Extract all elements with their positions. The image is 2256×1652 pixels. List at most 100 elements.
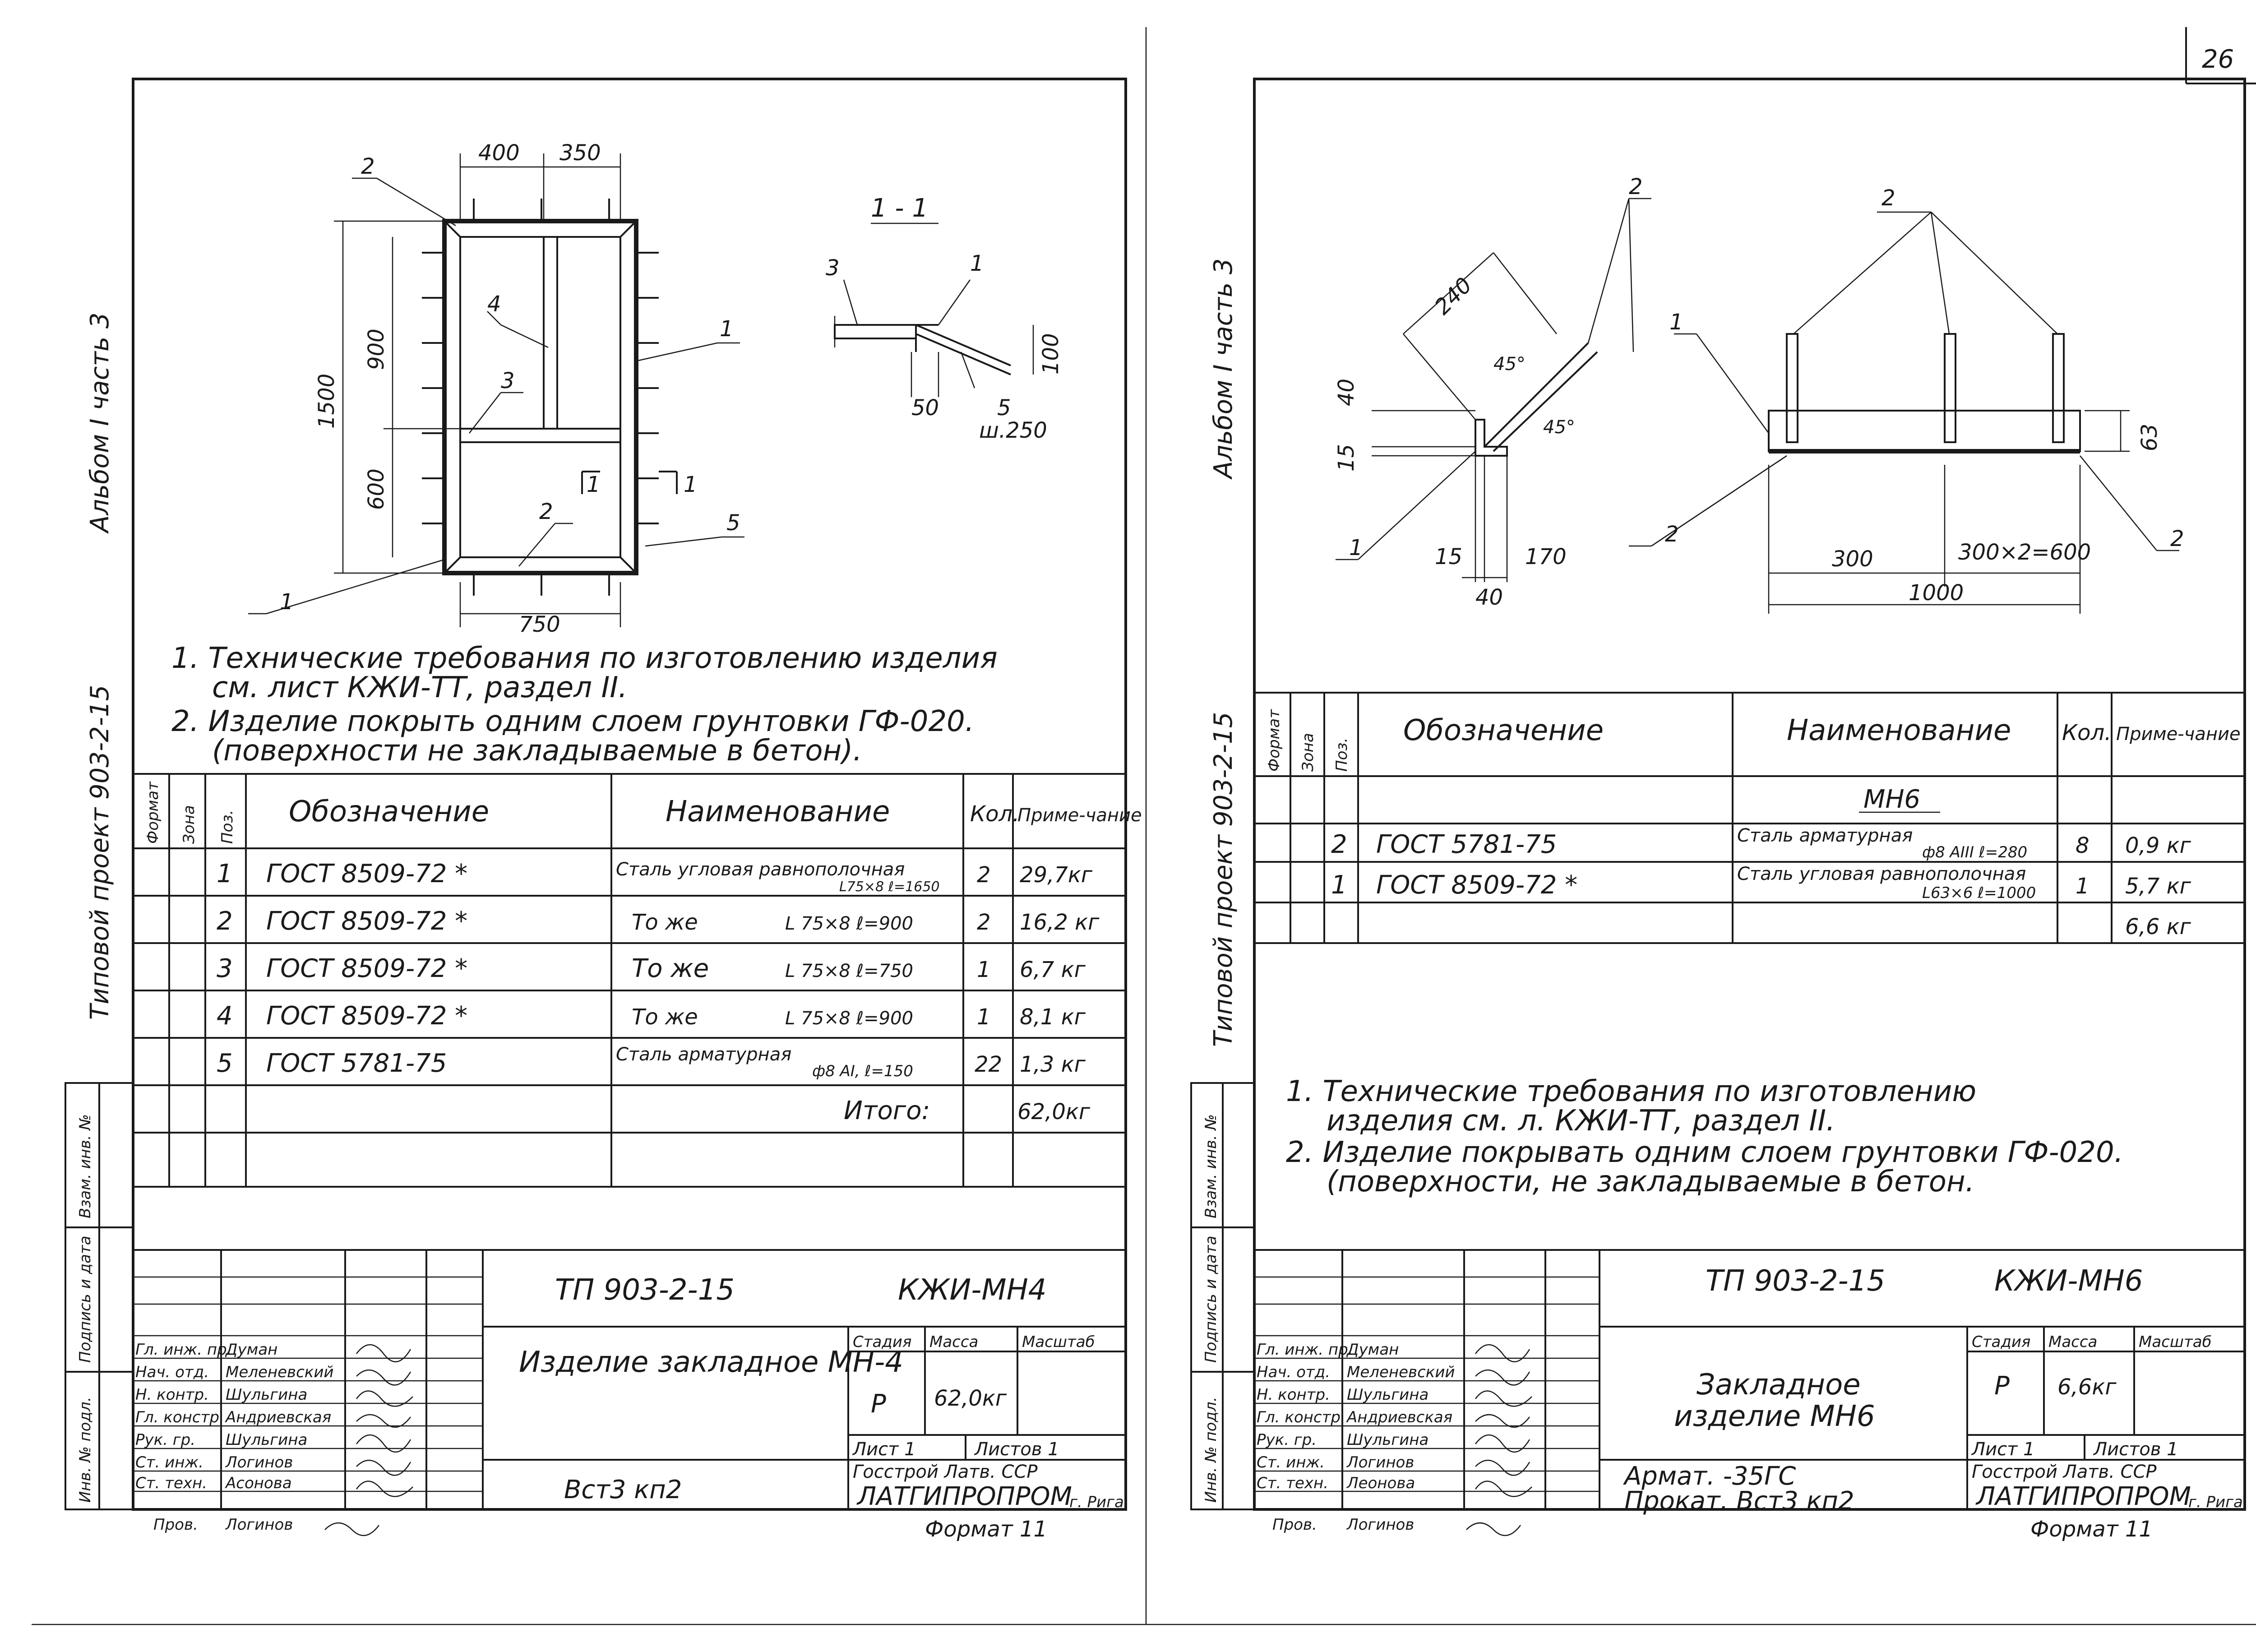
signer-name: Шульгина	[1347, 1431, 1428, 1449]
signer-name: Меленевский	[226, 1363, 334, 1381]
spec-group-title: МН6	[1863, 785, 1920, 814]
signer-name: Андриевская	[225, 1408, 331, 1426]
spec-head-designation: Обозначение	[1403, 714, 1604, 747]
signer-role: Ст. инж.	[1257, 1453, 1325, 1472]
spec-total-value: 6,6 кг	[2125, 914, 2191, 939]
row-qty: 2	[977, 910, 991, 935]
row-pos: 1	[1331, 870, 1347, 900]
side-stamp-right: Альбом I часть 3 Типовой проект 903-2-15…	[1190, 258, 1255, 1510]
tb-title-1: Закладное	[1697, 1368, 1861, 1402]
spec-row-1: 2 ГОСТ 5781-75 Сталь арматурная ф8 АIII …	[1331, 825, 2191, 861]
tb-format: Формат 11	[925, 1517, 1047, 1542]
section-title: 1 - 1	[871, 194, 928, 223]
row-note: 5,7 кг	[2125, 874, 2191, 899]
row-pos: 2	[217, 907, 233, 936]
tb-prokat: Прокат. Вст3 кп2	[1624, 1486, 1854, 1516]
row-size: L63×6 ℓ=1000	[1922, 884, 2036, 902]
row-pos: 2	[1331, 830, 1347, 859]
signer-role: Нач. отд.	[1257, 1363, 1330, 1381]
dim-40-v: 40	[1334, 379, 1359, 406]
tb-mass: 6,6кг	[2057, 1374, 2117, 1400]
callout-1-bottom: 1	[280, 589, 294, 615]
row-qty: 8	[2076, 833, 2090, 858]
cross-section-mn6: 240 45° 45° 40 15 15 170 40 2 1	[1334, 174, 1651, 610]
signer-name: Асонова	[225, 1474, 292, 1492]
side-stamp-left: Альбом I часть 3 Типовой проект 903-2-15…	[65, 312, 134, 1510]
stamp-box-2: Подпись и дата	[1202, 1236, 1220, 1363]
signature-scribbles	[1466, 1344, 1532, 1536]
row-designation: ГОСТ 8509-72 *	[266, 954, 467, 983]
row-designation: ГОСТ 8509-72 *	[266, 907, 467, 936]
note-2a: 2. Изделие покрыть одним слоем грунтовки…	[171, 705, 974, 738]
spec-head-pos: Поз.	[218, 810, 236, 844]
spec-row-2: 1 ГОСТ 8509-72 * Сталь угловая равнополо…	[1331, 864, 2191, 902]
tb-code: ТП 903-2-15	[1706, 1264, 1885, 1298]
signer-role: Н. контр.	[1257, 1386, 1330, 1404]
signer-name: Андриевская	[1346, 1408, 1452, 1426]
notes-right: 1. Технические требования по изготовлени…	[1286, 1075, 2123, 1199]
row-size: L 75×8 ℓ=900	[785, 913, 913, 934]
spec-head-pos: Поз.	[1333, 738, 1351, 772]
signer-role: Н. контр.	[135, 1386, 209, 1404]
signer-name: Логинов	[225, 1516, 293, 1534]
tb-scale-label: Масштаб	[1022, 1333, 1095, 1351]
callout-2-bottom-right: 2	[2170, 526, 2184, 551]
dim-40-h: 40	[1475, 585, 1503, 610]
note-1b: см. лист КЖИ-ТТ, раздел II.	[212, 671, 628, 704]
row-pos: 1	[217, 859, 233, 888]
tb-code: ТП 903-2-15	[555, 1273, 735, 1307]
callout-5: 5	[726, 510, 740, 536]
spec-table-left: Формат Зона Поз. Обозначение Наименовани…	[133, 773, 1142, 1188]
tb-sheets: Листов 1	[974, 1439, 1059, 1460]
stamp-box-1: Взам. инв. №	[1202, 1114, 1220, 1218]
tb-sheets: Листов 1	[2093, 1439, 2178, 1460]
row-size: ф8 АIII ℓ=280	[1922, 843, 2027, 861]
row-qty: 2	[977, 862, 991, 888]
dim-15-v: 15	[1334, 444, 1359, 472]
callout-2-left: 2	[1629, 174, 1643, 199]
dim-1000: 1000	[1909, 580, 1964, 606]
stamp-box-2: Подпись и дата	[76, 1236, 94, 1363]
tb-sheet: Лист 1	[1971, 1439, 2035, 1460]
signer-role: Пров.	[1272, 1516, 1317, 1534]
tb-scale-label: Масштаб	[2139, 1333, 2212, 1351]
spec-head-note: Приме-чание	[2116, 724, 2241, 745]
spec-head-format: Формат	[1265, 709, 1283, 772]
tb-org2: ЛАТГИПРОПРОМ	[1975, 1482, 2191, 1511]
stamp-box-3: Инв. № подл.	[76, 1397, 94, 1503]
tb-title-2: изделие МН6	[1674, 1400, 1875, 1433]
dim-1500: 1500	[314, 374, 339, 429]
signer-name: Логинов	[1346, 1453, 1414, 1472]
sheet-right-frame	[1253, 78, 2246, 1511]
stamp-box-3: Инв. № подл.	[1202, 1397, 1220, 1503]
row-note: 0,9 кг	[2125, 833, 2191, 858]
row-name: Сталь арматурная	[1737, 825, 1913, 846]
row-designation: ГОСТ 5781-75	[266, 1049, 447, 1078]
tb-city: г. Рига	[1069, 1493, 1124, 1511]
section-dim-50: 50	[911, 395, 939, 421]
tb-mass-label: Масса	[929, 1333, 978, 1351]
row-designation: ГОСТ 8509-72 *	[1376, 870, 1577, 900]
dim-45-a: 45°	[1493, 354, 1526, 375]
dim-63: 63	[2137, 424, 2162, 451]
tb-armat: Армат. -35ГС	[1623, 1462, 1796, 1491]
signer-role: Ст. инж.	[135, 1453, 203, 1472]
dim-400: 400	[478, 140, 520, 166]
spec-head-designation: Обозначение	[289, 795, 489, 828]
callout-2-top: 2	[361, 154, 375, 179]
page-number: 26	[2202, 45, 2234, 74]
row-note: 16,2 кг	[1020, 910, 1100, 935]
project-label: Типовой проект 903-2-15	[85, 685, 115, 1020]
spec-head-note: Приме-чание	[1017, 805, 1142, 826]
section-callout-5: 5	[997, 395, 1011, 421]
tb-stage-label: Стадия	[1972, 1333, 2030, 1351]
signer-name: Логинов	[1346, 1516, 1414, 1534]
row-qty: 1	[977, 1004, 991, 1030]
tb-stage-label: Стадия	[853, 1333, 911, 1351]
dim-350: 350	[559, 140, 601, 166]
signer-name: Меленевский	[1347, 1363, 1455, 1381]
row-qty: 1	[977, 957, 991, 982]
spec-head-qty: Кол.	[2062, 720, 2111, 745]
signer-name: Думан	[225, 1341, 277, 1359]
